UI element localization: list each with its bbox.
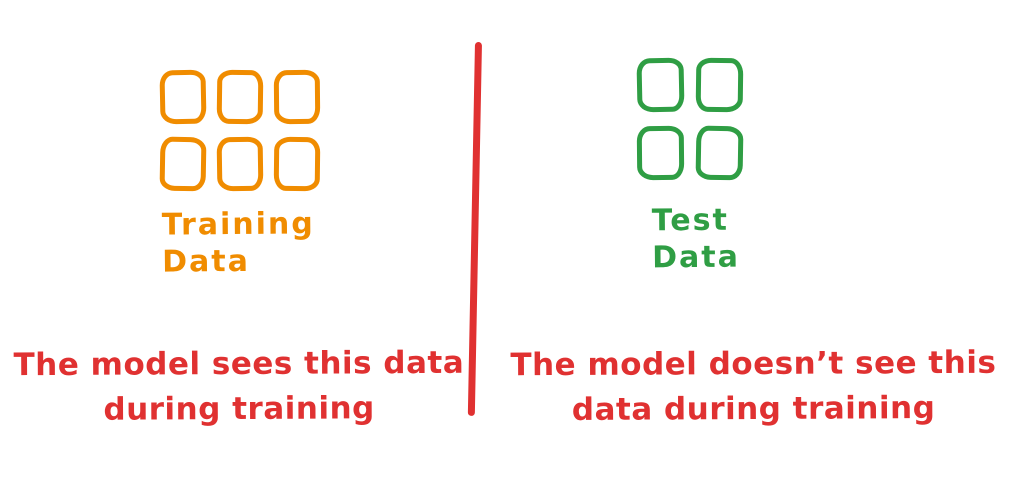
test-label-line1: Test: [651, 202, 730, 239]
training-label-line1: Training: [161, 206, 315, 243]
training-data-grid: [159, 69, 321, 192]
data-square: [216, 69, 264, 125]
training-data-label: Training Data: [162, 205, 316, 280]
test-caption-line1: The model doesn’t see this: [510, 344, 997, 384]
divider-line: [467, 41, 482, 416]
data-square: [216, 136, 264, 192]
training-label-line2: Data: [162, 243, 251, 280]
data-square: [695, 57, 744, 113]
data-square: [159, 136, 207, 192]
test-label-line2: Data: [652, 239, 741, 276]
data-square: [636, 125, 685, 181]
training-caption-line1: The model sees this data: [13, 344, 465, 384]
data-square: [273, 136, 321, 192]
data-square: [273, 69, 321, 125]
training-caption-line2: during training: [103, 390, 375, 428]
data-square: [636, 57, 685, 113]
test-caption: The model doesn’t see this data during t…: [483, 341, 1024, 434]
test-data-label: Test Data: [652, 202, 740, 277]
test-data-grid: [636, 57, 744, 181]
data-square: [695, 125, 744, 181]
data-square: [159, 69, 207, 125]
training-caption: The model sees this data during training: [0, 341, 478, 434]
test-caption-line2: data during training: [571, 390, 936, 428]
